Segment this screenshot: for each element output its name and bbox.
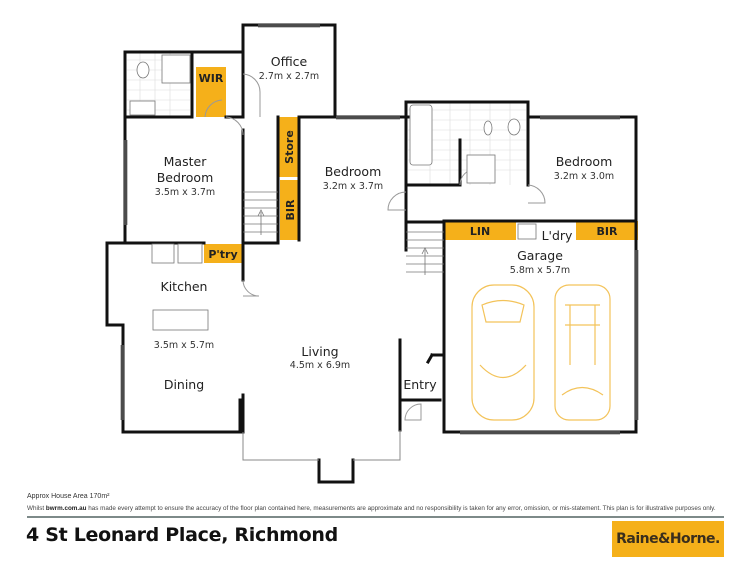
bath-icon — [409, 104, 433, 166]
room-laundry-name: L'dry — [542, 228, 573, 243]
doors — [204, 73, 546, 421]
disclaimer-site: bwrm.com.au — [45, 505, 87, 512]
floor-plan: WIR Store BIR P'try LIN BIR Office 2.7m … — [105, 23, 639, 484]
room-entry-name: Entry — [403, 377, 437, 392]
room-bedroom2-name: Bedroom — [325, 164, 382, 179]
room-dining-name: Dining — [164, 377, 204, 392]
disclaimer-text: has made every attempt to ensure the acc… — [86, 505, 716, 512]
wir-label: WIR — [199, 72, 224, 85]
shower-icon — [161, 54, 191, 84]
disclaimer-prefix: Whilst — [27, 505, 46, 512]
room-master-dims: 3.5m x 3.7m — [155, 187, 215, 198]
stairs — [243, 191, 444, 275]
fixtures — [129, 54, 537, 331]
room-bedroom3-name: Bedroom — [556, 154, 613, 169]
pantry-block — [204, 244, 242, 263]
cooktop-icon — [151, 243, 175, 264]
room-garage-dims: 5.8m x 5.7m — [510, 265, 570, 276]
bir-hall-block — [280, 180, 299, 240]
island-bench — [152, 309, 209, 331]
room-kitchen-dims: 3.5m x 5.7m — [154, 340, 214, 351]
storage-blocks — [196, 67, 638, 263]
room-master-name-2: Bedroom — [157, 170, 214, 185]
sink-icon — [177, 243, 203, 264]
room-bedroom2-dims: 3.2m x 3.7m — [323, 181, 383, 192]
car-icon — [471, 284, 535, 421]
linen-label: LIN — [470, 225, 490, 238]
logo-text: Raine&Horne. — [616, 531, 720, 547]
toilet-icon — [136, 61, 150, 79]
disclaimer: Whilst bwrm.com.au has made every attemp… — [27, 505, 716, 512]
house-area: Approx House Area 170m² — [27, 493, 110, 500]
room-garage-name: Garage — [517, 248, 563, 263]
cars — [471, 284, 611, 421]
room-living-name: Living — [301, 344, 338, 359]
agency-logo: Raine&Horne. — [612, 521, 724, 557]
room-bedroom3-dims: 3.2m x 3.0m — [554, 171, 614, 182]
bir-bed-label: BIR — [597, 225, 618, 238]
car-icon — [554, 284, 611, 421]
room-office-dims: 2.7m x 2.7m — [259, 71, 319, 82]
store-label: Store — [283, 130, 296, 164]
pantry-label: P'try — [208, 248, 237, 261]
bir-hall-label: BIR — [284, 199, 297, 220]
wir-block — [196, 67, 226, 117]
shower2-icon — [466, 154, 496, 184]
basin-icon — [129, 100, 156, 116]
room-living-dims: 4.5m x 6.9m — [290, 360, 350, 371]
room-kitchen-name: Kitchen — [161, 279, 208, 294]
room-master-name-1: Master — [164, 154, 208, 169]
bir-bed-block — [576, 221, 638, 240]
property-address: 4 St Leonard Place, Richmond — [26, 524, 338, 546]
linen-block — [444, 221, 516, 240]
divider — [27, 516, 724, 518]
basin2-icon — [483, 120, 493, 136]
windows — [120, 24, 639, 461]
room-office-name: Office — [271, 54, 308, 69]
toilet2-icon — [507, 118, 521, 136]
laundry-tub-icon — [517, 223, 537, 240]
store-block — [279, 117, 298, 177]
